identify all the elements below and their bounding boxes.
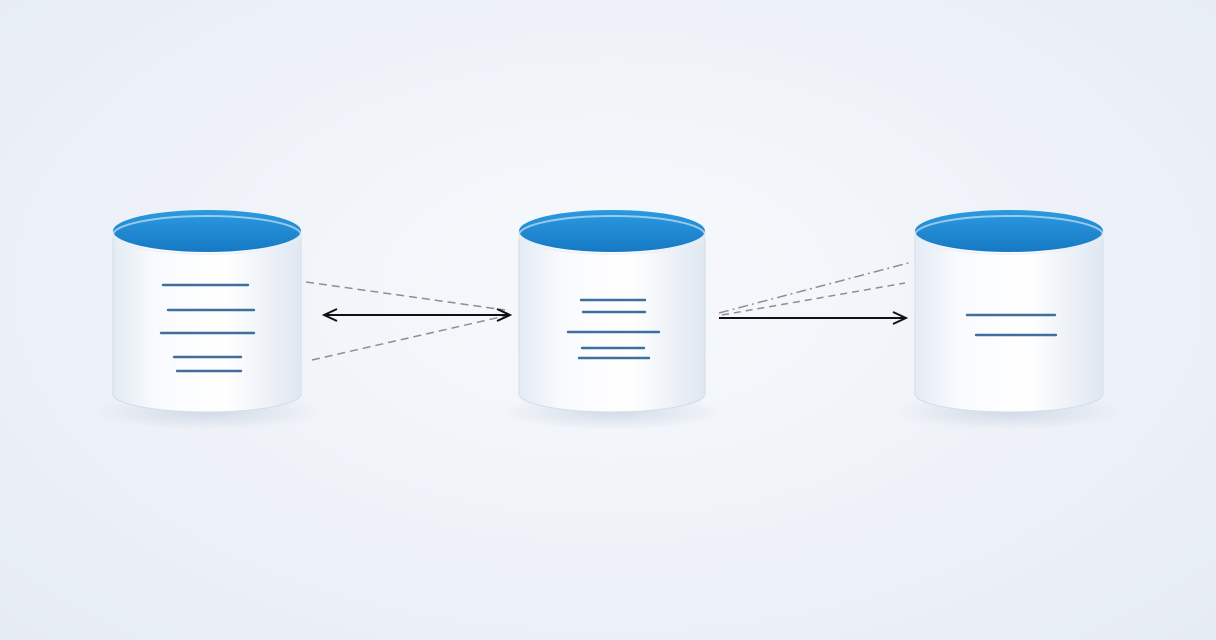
database-right-rim [914,215,1104,255]
guide-line-dashed [305,281,506,311]
database-left-top [113,210,301,252]
guide-line-dashed [311,315,506,361]
database-center-rim [518,215,706,255]
database-right [897,210,1121,430]
database-right-top [915,210,1103,252]
guide-line-dash-dot [718,261,913,314]
database-left-rim [112,215,302,255]
database-left-body [112,231,302,413]
connector-center-right [718,261,913,318]
database-left-stripes [159,283,256,373]
database-center-top [519,210,705,252]
guide-line-dashed [721,282,906,316]
database-center [500,210,724,430]
database-center-body [518,231,706,413]
database-center-stripes [566,298,661,360]
database-right-body [914,231,1104,413]
database-right-stripes [965,313,1058,337]
database-left [95,210,319,430]
connector-left-center [305,281,510,361]
